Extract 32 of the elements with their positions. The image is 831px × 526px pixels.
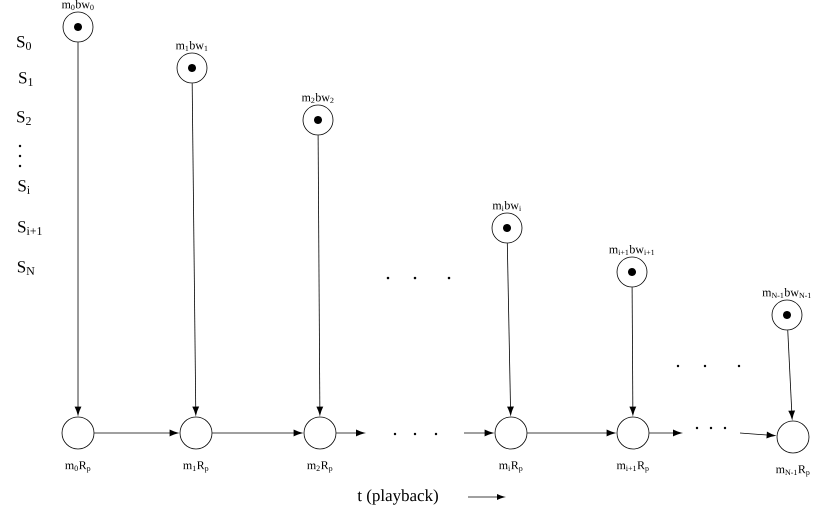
node-label: m$_{i+1}$bw$_{i+1}$ xyxy=(609,244,654,256)
node-label: m$_{0}$R$_{p}$ xyxy=(65,461,90,473)
arrow xyxy=(506,242,514,416)
arrow xyxy=(740,432,776,438)
node-label: m$_{2}$R$_{p}$ xyxy=(307,461,332,473)
node-label: m$_{0}$bw$_{0}$ xyxy=(62,0,94,10)
node-label: m$_{1}$bw$_{1}$ xyxy=(176,40,208,52)
arrow xyxy=(212,430,302,436)
node-label: m$_{N-1}$R$_{p}$ xyxy=(776,465,810,477)
arrow xyxy=(527,430,616,436)
arrow xyxy=(649,430,682,436)
side-label: S$_{2}$ xyxy=(17,111,31,125)
arrow xyxy=(336,430,365,436)
side-label: S$_{i}$ xyxy=(18,180,30,194)
node-label: m$_{2}$bw$_{2}$ xyxy=(302,92,334,104)
side-label: S$_{i+1}$ xyxy=(18,221,42,235)
node-label: m$_{i+1}$R$_{p}$ xyxy=(616,461,649,473)
side-label: S$_{1}$ xyxy=(19,72,33,86)
arrow xyxy=(74,42,82,416)
node-label: m$_{i}$R$_{p}$ xyxy=(499,461,522,473)
node-label: m$_{N-1}$bw$_{N-1}$ xyxy=(762,288,811,298)
arrow xyxy=(787,330,795,420)
arrow xyxy=(192,83,199,416)
arrow xyxy=(94,430,178,436)
node-label: m$_{1}$R$_{p}$ xyxy=(183,461,208,473)
side-label: S$_{0}$ xyxy=(17,36,31,50)
side-label: S$_{N}$ xyxy=(18,261,34,275)
arrow xyxy=(630,287,636,416)
side-label: t (playback) xyxy=(358,489,438,505)
arrow xyxy=(316,135,324,416)
node-label: m$_{i}$bw$_{i}$ xyxy=(492,200,522,212)
arrow xyxy=(464,430,494,436)
